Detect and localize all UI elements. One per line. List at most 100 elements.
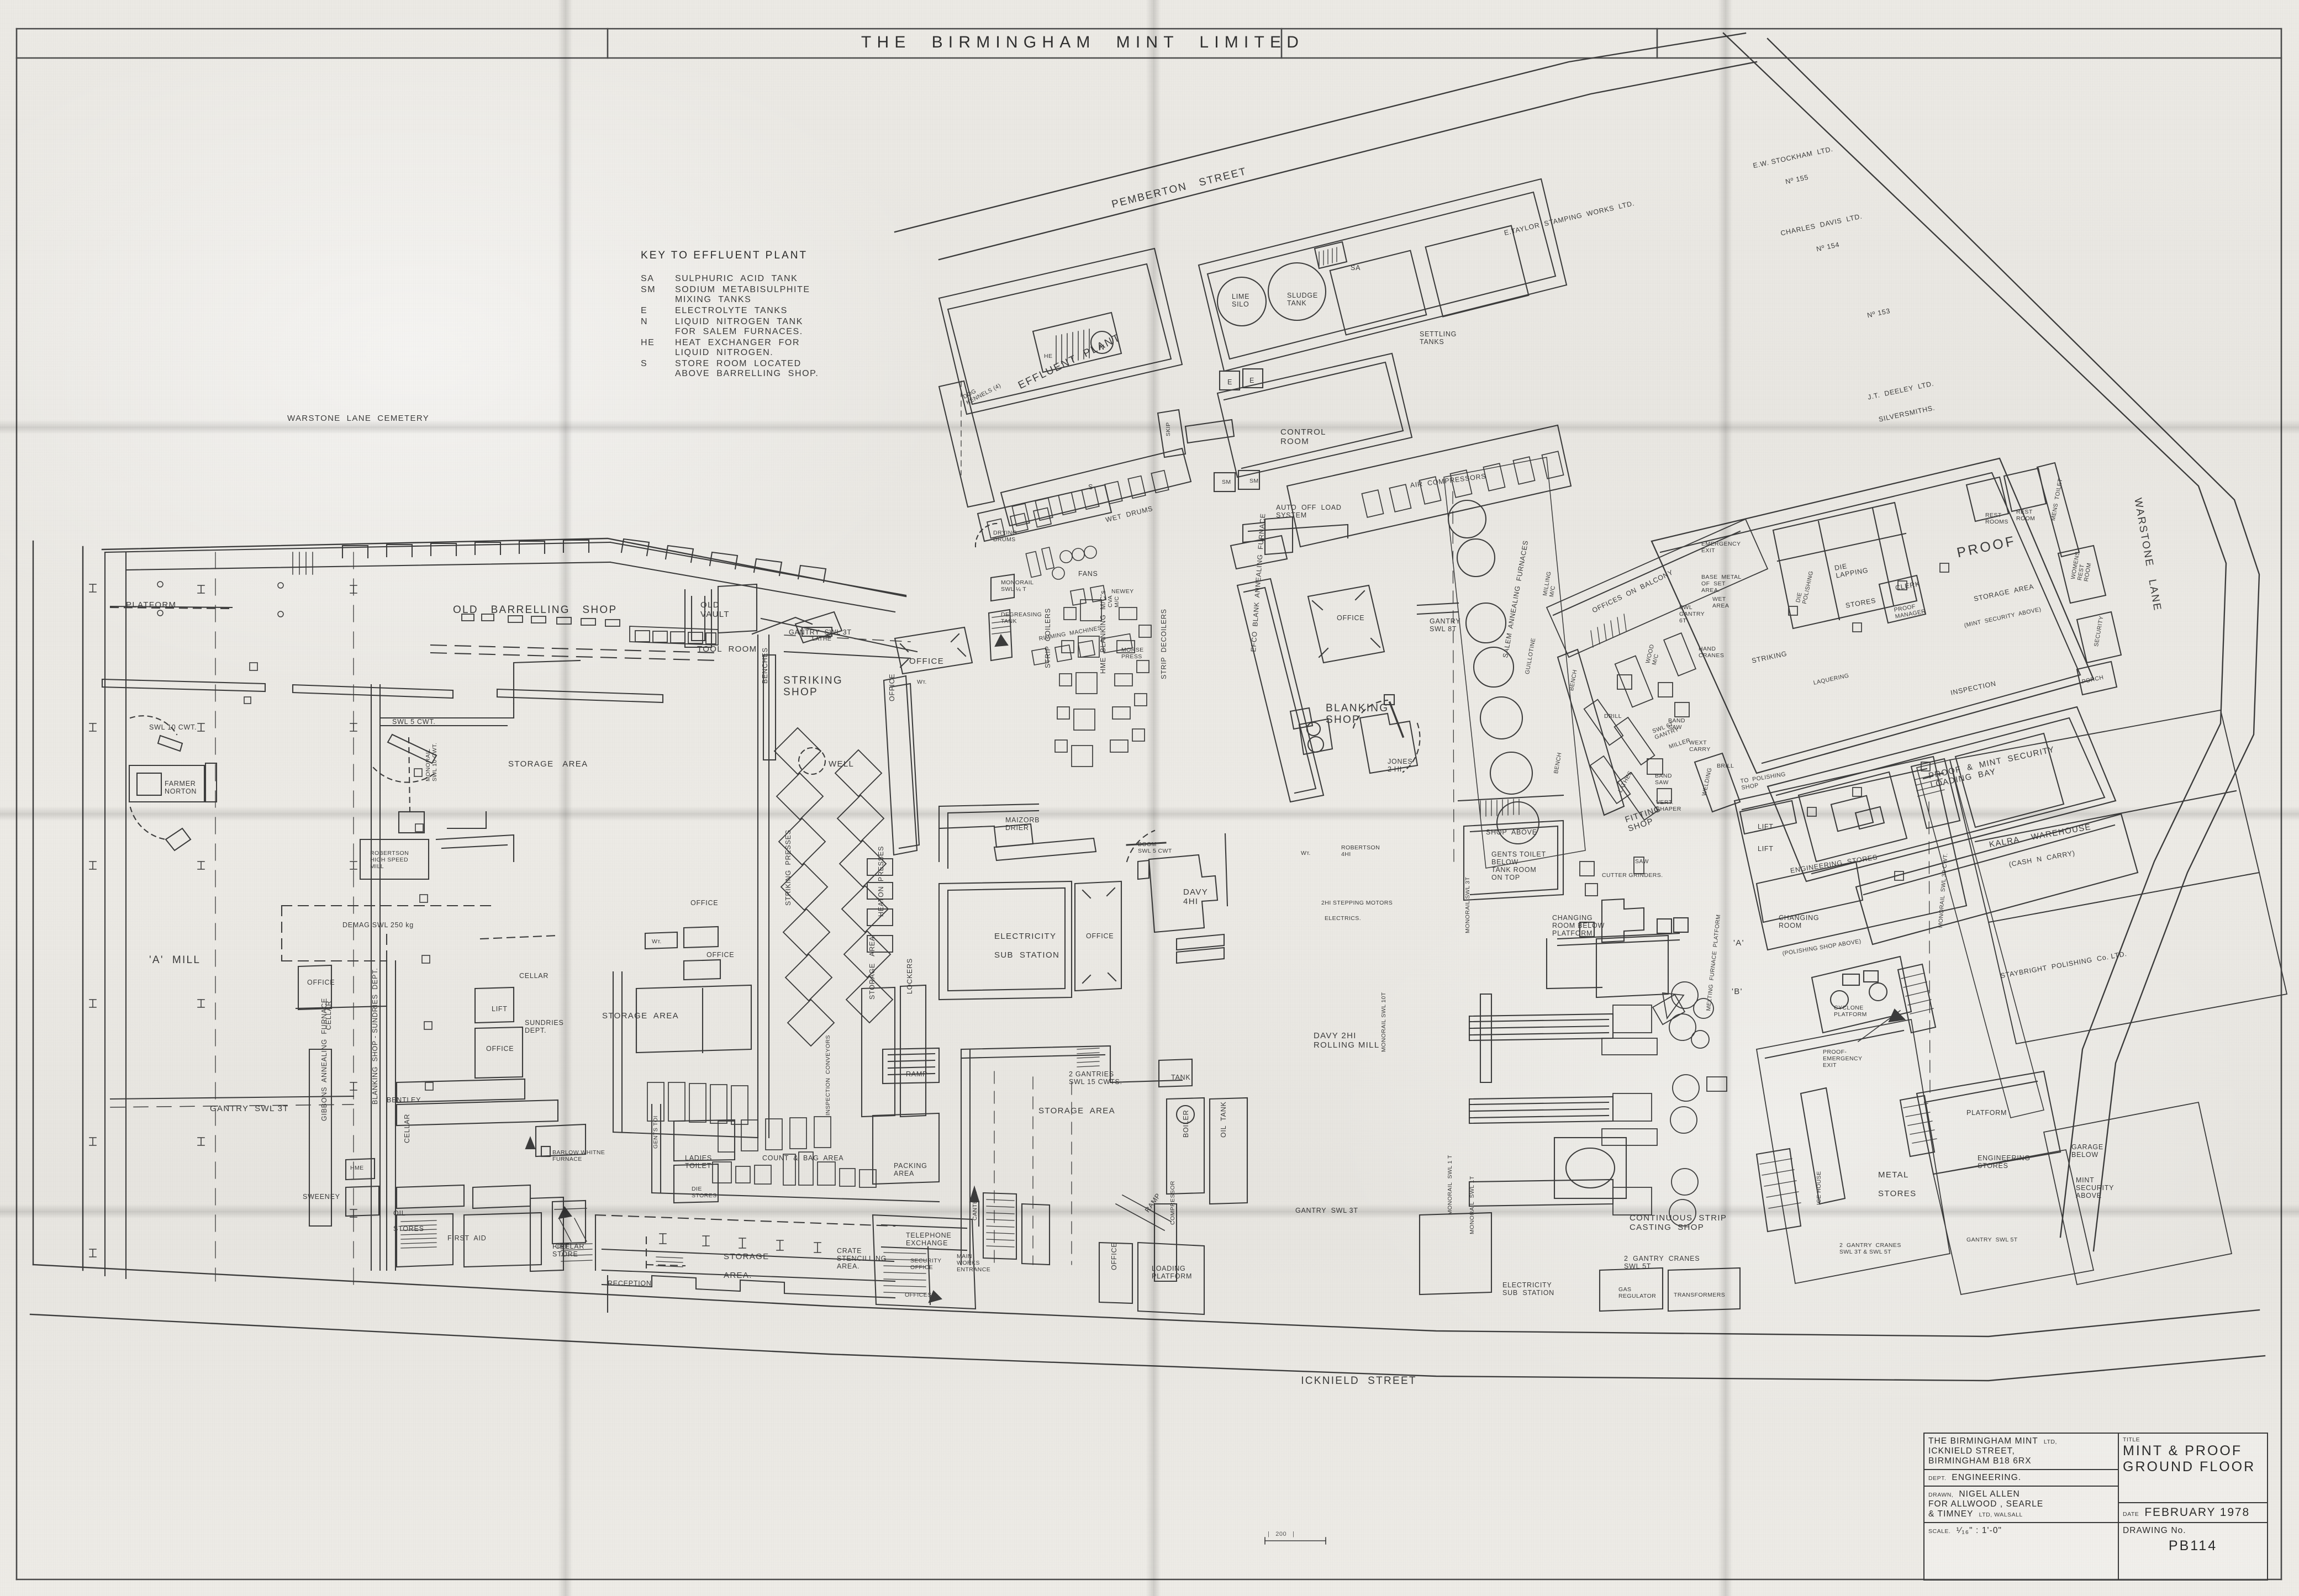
plan-label: DAVY 4HI [1183,887,1209,906]
plan-label: PACKING AREA [894,1162,927,1177]
south-block [525,1103,1205,1315]
title-block-dept-cell: DEPT.ENGINEERING. [1924,1470,2118,1487]
plan-label: CUTTER GRINDERS. [1602,872,1663,879]
plan-label: RAMP [906,1070,928,1078]
date-label: DATE [2123,1510,2139,1518]
plan-label: ENGINEERING STORES [1978,1154,2031,1170]
plan-label: Wт. [652,938,662,945]
plan-label: CHANGING ROOM BELOW PLATFORM [1552,914,1605,937]
plan-label: MONORAIL SWL 10T [1380,992,1387,1052]
plan-label: OIL TANK [1220,1101,1227,1138]
plan-label: STORAGE AREA [508,759,588,769]
plan-label: LADIES TOILET [685,1154,712,1170]
plan-label: CHANGING ROOM [1779,914,1820,929]
sheet-border [15,28,2282,1581]
plan-label: OFFICE [706,951,735,959]
company-suffix: LTD, [2043,1439,2057,1445]
effluent-tanks [1198,178,1572,556]
fitting-shop [1419,518,1769,1312]
plan-label: OFFICE [888,673,896,701]
plan-label: LOCKERS [906,958,914,994]
company-address-2: BIRMINGHAM B18 6RX [1928,1456,2032,1466]
plan-label: Wт. [1301,850,1311,857]
plan-label: MONORAIL SWL 1 T [1447,1155,1453,1215]
plan-label: CYCLONE PLATFORM [1834,1005,1867,1018]
plan-label: AUTO OFF LOAD SYSTEM [1276,504,1342,519]
plan-label: TOOL ROOM [697,644,757,654]
plan-label: HAND CRANES [1699,646,1725,659]
legend-title: KEY TO EFFLUENT PLANT [641,250,808,261]
plan-label: HE [1044,353,1053,360]
plan-label: 2 GANTRIES SWL 15 CWTS. [1069,1070,1122,1086]
plan-label: FANS [1078,570,1098,578]
plan-label: ICE HOUSE [1816,1171,1822,1205]
plan-label: CELLAR [325,1000,333,1030]
dept-label: DEPT. [1928,1475,1947,1482]
plan-label: SHOP ABOVE [1486,828,1537,836]
plan-label: OLD VAULT [700,600,730,619]
plan-label: LIFT [1758,845,1774,853]
plan-label: SWEENEY [303,1193,340,1201]
plan-label: CVA M/C [1107,595,1120,607]
plan-label: WELL [829,759,855,769]
blanking-shop [938,457,1586,869]
plan-label: SM [1222,479,1231,485]
plan-label: N [1099,343,1105,351]
legend-key: E [641,306,648,315]
plan-label: BARLOW WHITNE FURNACE [552,1149,605,1162]
sheet-heading: THE BIRMINGHAM MINT LIMITED [861,33,1305,51]
drawing-title-line-2: GROUND FLOOR [2123,1459,2256,1475]
plan-label: OLD BARRELLING SHOP [453,604,618,616]
plan-label: COMPRESSOR [1169,1180,1176,1225]
legend-key: HE [641,338,655,347]
plan-label: MONORAIL SWL 3T [1464,876,1471,933]
plan-label: MONORAIL SWL ¼ T [1001,579,1034,593]
plan-label: BLANKING SHOP [1326,702,1389,726]
legend-description: HEAT EXCHANGER FOR LIQUID NITROGEN. [675,338,800,357]
plan-label: SM [1249,478,1259,484]
plan-label: LATHE [812,636,832,642]
plan-label: BOILER [1182,1109,1190,1138]
plan-label: TANK [1171,1074,1191,1081]
plan-label: BAND SAW [1655,773,1672,786]
plan-label: 2 GANTRY CRANES SWL 5T [1624,1255,1700,1270]
plan-label: FIRST AID [447,1234,487,1242]
plan-label: ROBERTSON 4HI [1341,844,1380,858]
plan-label: PLATFORM [126,600,177,610]
drawn-value: NIGEL ALLEN [1959,1489,2020,1499]
date-value: FEBRUARY 1978 [2144,1505,2250,1519]
title-block-title-cell: TITLE MINT & PROOF GROUND FLOOR [2119,1434,2267,1503]
legend-row: HE HEAT EXCHANGER FOR LIQUID NITROGEN. [641,338,819,359]
plan-label: CRATE STENCILLING AREA. [837,1247,887,1270]
plan-label: OFFICE [909,657,945,666]
plan-label: GANTRY SWL 8T [1430,617,1461,633]
plan-label: FIRE STORE [552,1243,578,1258]
plan-label: CANTEEN [972,1191,978,1220]
plan-label: OIL STORES [393,1209,424,1233]
plan-label: GARAGE BELOW [2071,1143,2103,1159]
legend-key: N [641,317,648,326]
plan-label: STORAGE AREA. [724,1252,769,1280]
plan-label: REST ROOMS [1985,512,2008,525]
plan-label: WEXT CARRY [1689,739,1711,753]
drawn-line-2: FOR ALLWOOD , SEARLE [1928,1499,2044,1509]
plan-label: GANTRY SWL 3T [210,1104,289,1113]
legend-description: LIQUID NITROGEN TANK FOR SALEM FURNACES. [675,317,803,336]
plan-label: 2HI STEPPING MOTORS [1321,900,1393,906]
plan-label: BLANKING SHOP - SUNDRIES DEPT. [371,968,379,1104]
plan-label: MAIZORB DRIER [1005,816,1040,832]
plan-label: MORSE PRESS [1121,647,1144,660]
plan-label: BASE METAL OF SET AREA. [1701,574,1742,594]
plan-label: VERT. SHAPER [1656,799,1681,812]
plan-label: E [1227,378,1233,386]
plan-label: 'B' [1732,987,1743,996]
plan-label: OFFICE [1086,932,1114,940]
